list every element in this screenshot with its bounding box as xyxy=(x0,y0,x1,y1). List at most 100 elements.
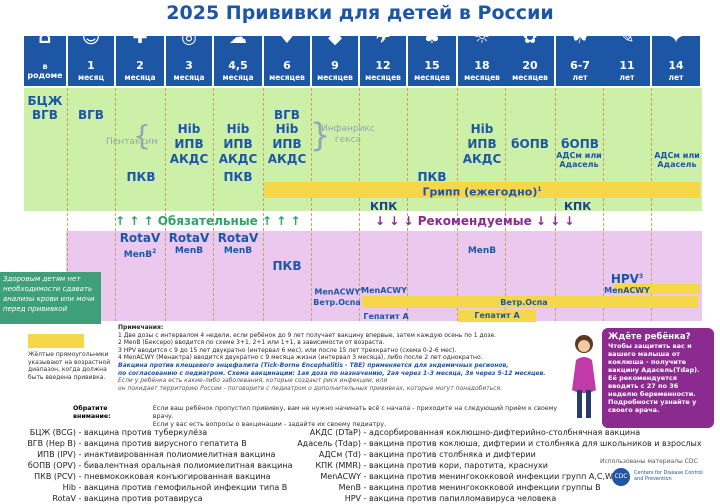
age-unit: лет xyxy=(619,73,635,82)
age-value: 1 xyxy=(87,59,95,72)
vaccine-akds-3m: АКДС xyxy=(169,152,209,166)
age-icon: ☁ xyxy=(229,27,247,48)
column-divider xyxy=(263,88,264,321)
glossary-row: Адасель (Tdap) - вакцина против коклюша,… xyxy=(277,438,701,449)
glossary-desc: вакцина против туберкулёза xyxy=(83,428,208,437)
vaccine-hib-18m: Hib xyxy=(470,122,494,136)
page-title: 2025 Прививки для детей в России xyxy=(166,2,554,24)
vaccine-infanrix: Инфанрикс гекса xyxy=(321,124,375,145)
glossary-code: HPV xyxy=(344,494,361,503)
glossary-dash: - xyxy=(361,450,369,459)
column-divider xyxy=(603,88,604,321)
recommended-label: ↓ ↓ ↓ Рекомендуемые ↓ ↓ ↓ xyxy=(375,214,575,228)
glossary-code: ИПВ (IPV) xyxy=(37,450,76,459)
glossary-desc: бивалентная оральная полиомиелитная вакц… xyxy=(83,461,293,470)
vaccine-hib-6m: Hib xyxy=(275,122,299,136)
hpv-label: HPV xyxy=(610,272,639,286)
menacwy-9m-label: MenACWY xyxy=(314,287,361,297)
age-icon: ♥ xyxy=(278,27,296,48)
glossary-desc: вакцина против вирусного гепатита В xyxy=(83,439,247,448)
glossary-row: ИПВ (IPV) - инактивированная полиомиелит… xyxy=(22,449,275,460)
glossary-row: бОПВ (OPV) - бивалентная оральная полиом… xyxy=(22,460,293,471)
glossary-dash: - xyxy=(76,461,84,470)
glossary-dash: - xyxy=(361,494,369,503)
glossary-row: MenACWY - вакцина против менингококковой… xyxy=(277,471,620,482)
age-value: 15 xyxy=(424,59,440,72)
age-icon: ✦ xyxy=(668,27,684,48)
glossary-row: АДСм (Td) - вакцина против столбняка и д… xyxy=(277,449,536,460)
glossary-row: HPV - вакцина против папилломавируса чел… xyxy=(277,493,557,504)
glossary-row: RotaV - вакцина против ротавируса xyxy=(22,493,202,504)
glossary-code: ПКВ (PCV) xyxy=(34,472,76,481)
vaccine-hpv: HPV3 xyxy=(604,270,650,286)
glossary-dash: - xyxy=(361,483,369,492)
vaccine-menb-18m: MenB xyxy=(467,246,497,256)
column-divider xyxy=(651,88,652,321)
glossary-dash: - xyxy=(361,472,369,481)
vaccine-menb-3m: MenB xyxy=(174,246,204,256)
age-unit: месяца xyxy=(124,73,156,82)
age-value: 3 xyxy=(185,59,193,72)
age-icon: ♣ xyxy=(423,27,441,48)
age-value: 4,5 xyxy=(228,59,248,72)
legend-text: Жёлтые прямоугольники указывают на возра… xyxy=(28,351,111,381)
mandatory-label: ↑ ↑ ↑ Обязательные ↑ ↑ ↑ xyxy=(115,214,301,228)
column-divider xyxy=(165,88,166,321)
attention-line-2: Если у вас есть вопросы о вакцинации - з… xyxy=(152,421,387,428)
age-value: в родоме xyxy=(27,62,63,80)
age-unit: месяцев xyxy=(365,73,401,82)
note-1: 1 Две дозы с интервалом 4 недели, если р… xyxy=(118,331,497,339)
glossary-desc: вакцина против кори, паротита, краснухи xyxy=(368,461,548,470)
vaccine-pkv-6m: ПКВ xyxy=(272,259,302,273)
glossary-dash: - xyxy=(76,472,84,481)
vaccine-bopv-67y: бОПВ xyxy=(561,137,599,151)
attention-line-1: Если ваш ребёнок пропустил прививку, вам… xyxy=(152,405,558,420)
column-divider xyxy=(213,88,214,321)
vaccine-kpk-12m: КПК xyxy=(370,200,398,213)
pregnancy-box: Ждёте ребёнка? Чтобы защитить вас и ваше… xyxy=(602,328,714,428)
vaccine-pkv-15m: ПКВ xyxy=(417,170,447,184)
age-unit: месяца xyxy=(173,73,205,82)
healthy-children-note: Здоровым детям нет необходимости сдавать… xyxy=(0,272,101,324)
glossary-row: Hib - вакцина против гемофильной инфекци… xyxy=(22,482,288,493)
vaccine-akds-6m: АКДС xyxy=(267,152,307,166)
vaccine-pkv-45m: ПКВ xyxy=(223,170,253,184)
age-icon: ◆ xyxy=(328,27,342,48)
brace-pentaxim: { xyxy=(133,119,151,152)
vaccine-rotav-3m: RotaV xyxy=(168,231,210,245)
age-icon: ✎ xyxy=(619,27,635,48)
note-tbe-2: по согласованию с педиатром. Схема вакци… xyxy=(118,369,546,377)
vaccine-akds-18m: АКДС xyxy=(462,152,502,166)
age-unit: месяцев xyxy=(269,73,305,82)
vaccine-hib-45m: Hib xyxy=(226,122,250,136)
menacwy-footnote: 4 xyxy=(360,287,364,293)
vetrospa-bar xyxy=(362,296,698,308)
vaccine-vgv-1m: ВГВ xyxy=(78,108,104,122)
vaccine-ads-67y: АДСм или Адасель xyxy=(556,151,602,169)
vaccine-pentaxim: Пентаксим xyxy=(106,137,158,147)
column-divider xyxy=(555,88,556,321)
flu-bar: Грипп (ежегодно)1 xyxy=(264,182,700,199)
column-divider xyxy=(407,88,408,321)
vaccine-hib-3m: Hib xyxy=(177,122,201,136)
age-unit: месяца xyxy=(222,73,254,82)
glossary-desc: вакцина против столбняка и дифтерии xyxy=(368,450,536,459)
glossary-row: ВГВ (Hep B) - вакцина против вирусного г… xyxy=(22,438,247,449)
glossary-code: RotaV xyxy=(52,494,76,503)
glossary-code: бОПВ (OPV) xyxy=(27,461,76,470)
glossary-row: БЦЖ (BCG) - вакцина против туберкулёза xyxy=(22,427,207,438)
glossary-desc: пневмококковая конъюгированная вакцина xyxy=(83,472,271,481)
glossary-dash: - xyxy=(361,428,369,437)
column-divider xyxy=(505,88,506,321)
age-value: 6-7 xyxy=(570,59,590,72)
glossary-dash: - xyxy=(76,494,84,503)
glossary-dash: - xyxy=(361,461,369,470)
glossary-desc: инактивированная полиомиелитная вакцина xyxy=(83,450,276,459)
glossary-code: АДСм (Td) xyxy=(318,450,361,459)
note-risk-2: он покидает территорию России - поговори… xyxy=(118,384,503,392)
